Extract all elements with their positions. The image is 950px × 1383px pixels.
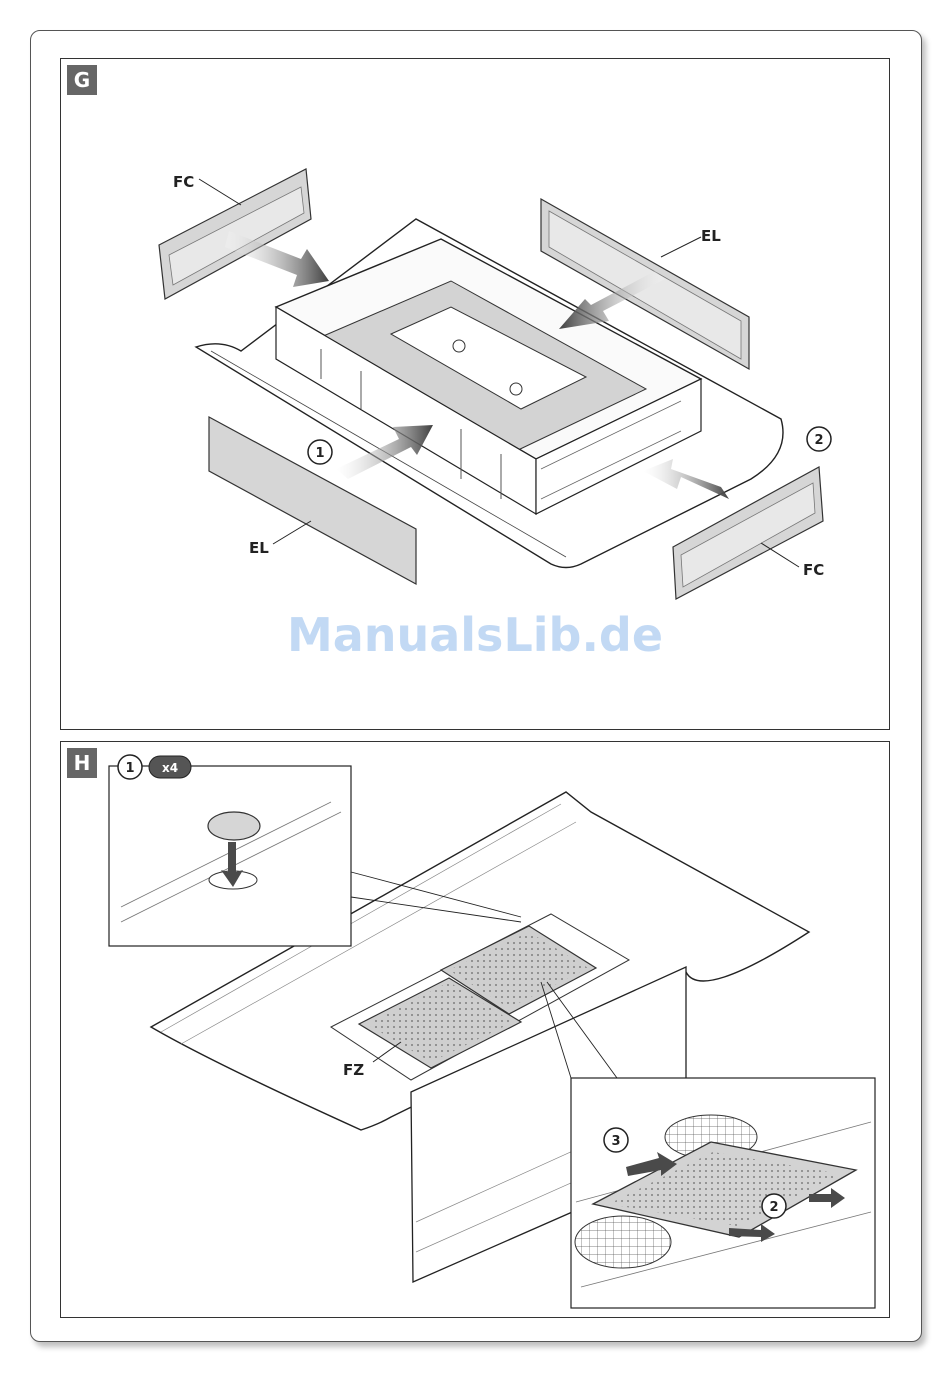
- count-badge-text: x4: [162, 761, 178, 775]
- arrow-fc-top: [225, 231, 329, 287]
- step-number-2: 2: [814, 433, 823, 448]
- cover-cap: [208, 812, 260, 840]
- diagram-h: FZ 1 x4 3 2: [61, 742, 889, 1317]
- panel-h: H FZ 1: [60, 741, 890, 1318]
- label-fc-bottom: FC: [803, 561, 824, 579]
- panel-g: G: [60, 58, 890, 730]
- step-number-h1: 1: [125, 761, 134, 776]
- label-fc-top: FC: [173, 173, 194, 191]
- step-number-1: 1: [315, 446, 324, 461]
- label-el-bottom: EL: [249, 539, 269, 557]
- label-el-top: EL: [701, 227, 721, 245]
- diagram-g: FC EL EL FC 1 2: [61, 59, 889, 729]
- step-number-h2: 2: [769, 1200, 778, 1215]
- label-fz: FZ: [343, 1061, 364, 1079]
- step-number-h3: 3: [611, 1134, 620, 1149]
